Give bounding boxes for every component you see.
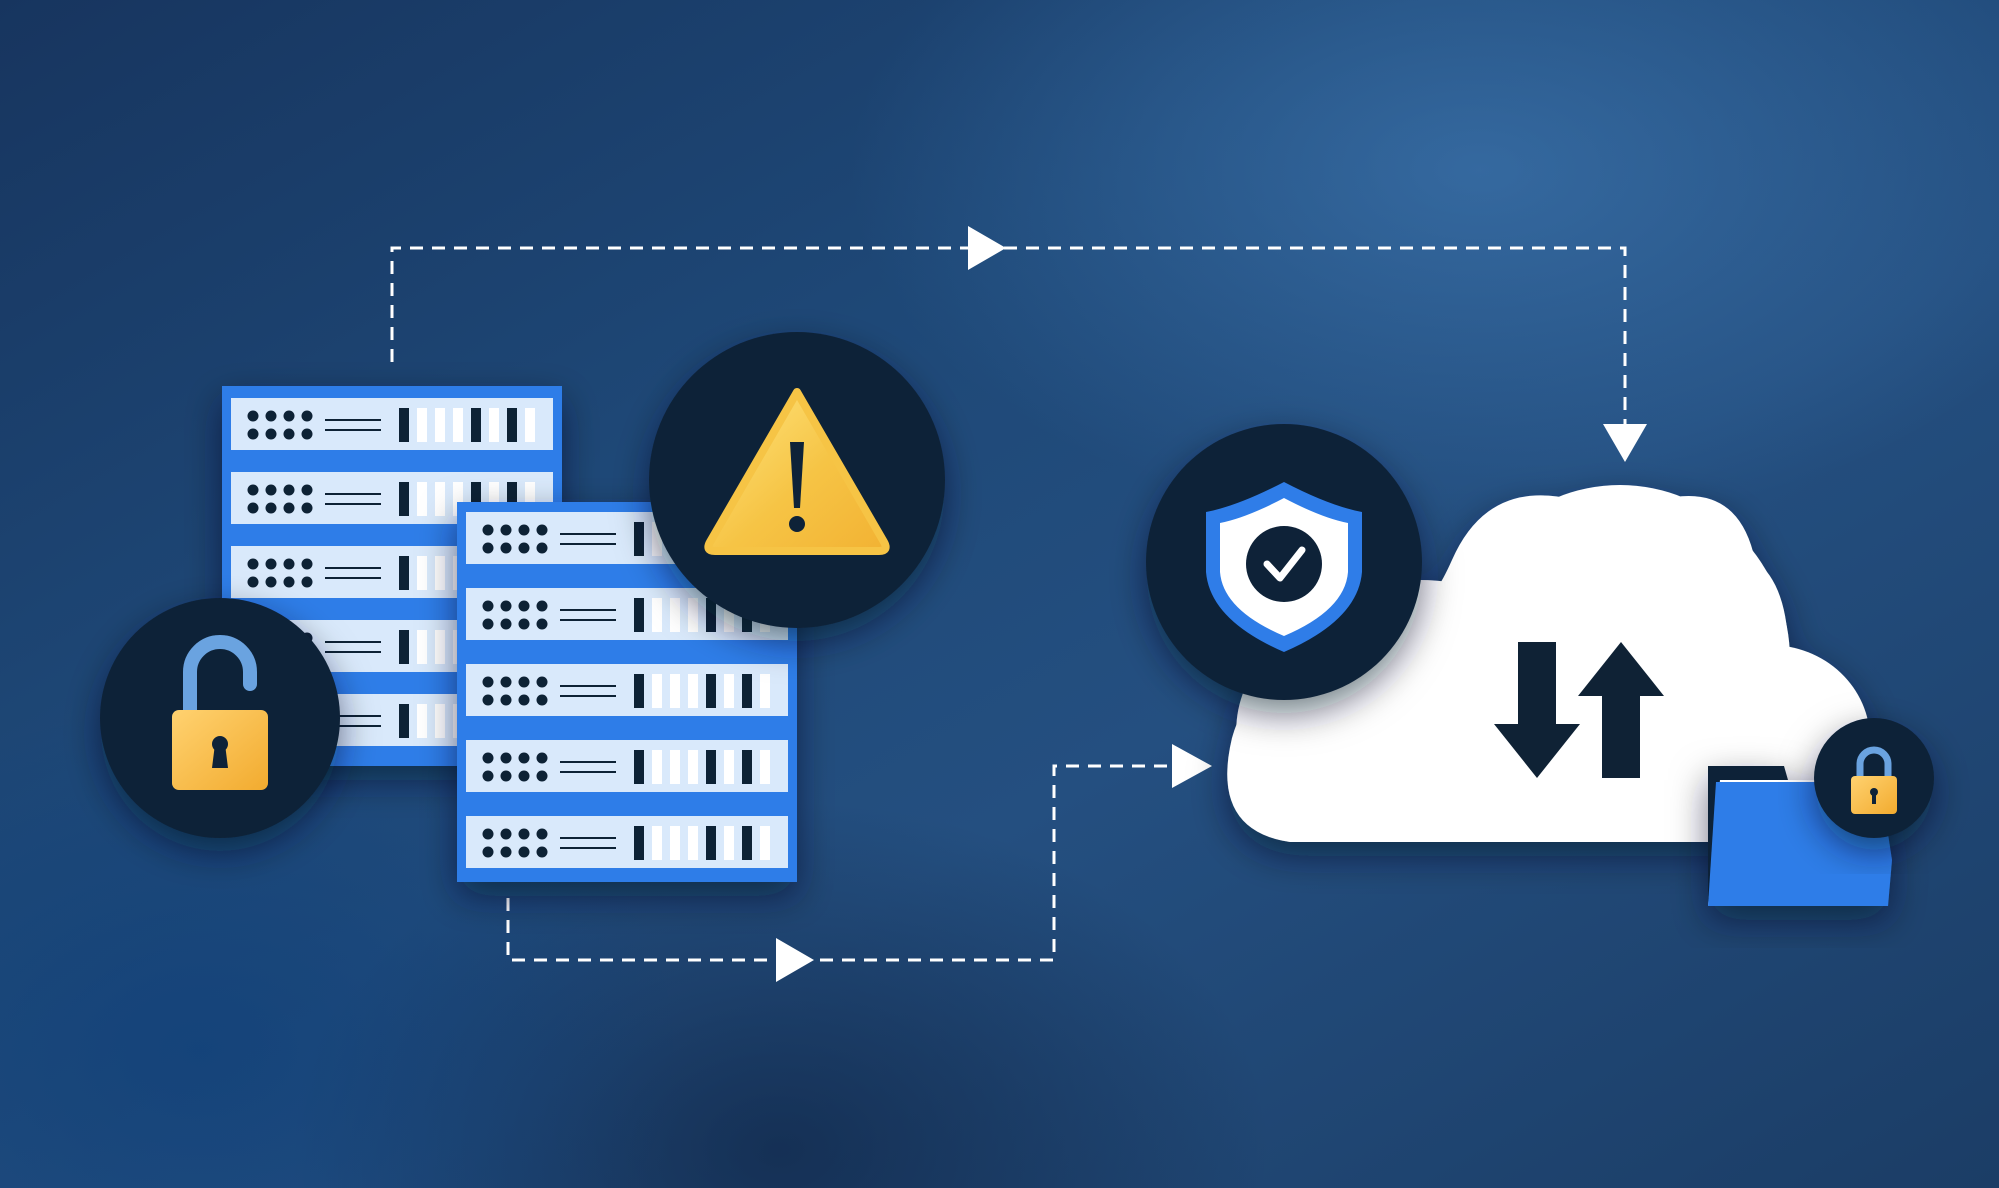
bottom-connector-arrow-end — [1172, 744, 1212, 788]
bottom-connector — [506, 764, 1180, 962]
top-connector — [390, 246, 1627, 432]
warning-triangle-icon — [649, 332, 945, 628]
top-connector-arrow-right — [968, 226, 1006, 270]
top-connector-arrow-down — [1603, 424, 1647, 462]
upload-download-arrows-icon — [1494, 642, 1664, 778]
unlocked-padlock-icon — [100, 598, 340, 838]
bottom-connector-arrow-mid — [776, 938, 814, 982]
locked-padlock-icon — [1814, 718, 1934, 838]
shield-check-icon — [1146, 424, 1422, 700]
